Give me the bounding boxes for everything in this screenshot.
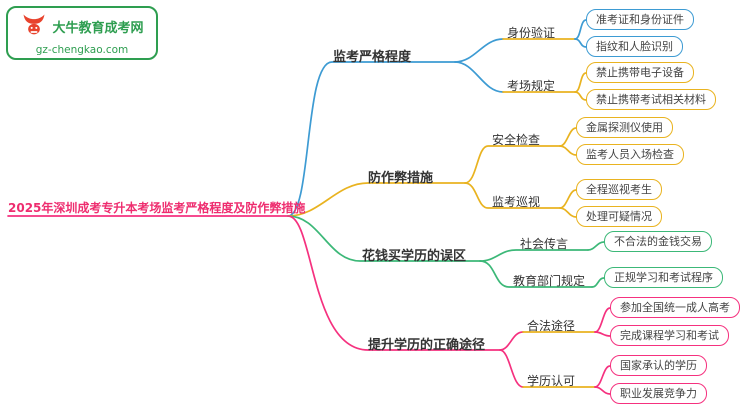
leaf-node: 金属探测仪使用 [576, 117, 673, 139]
subtopic-patrol: 监考巡视 [492, 195, 541, 209]
leaf-node: 国家承认的学历 [610, 355, 707, 377]
leaf-node: 职业发展竞争力 [610, 383, 707, 405]
leaf-node: 完成课程学习和考试 [610, 325, 729, 347]
bull-logo-icon [20, 11, 48, 43]
subtopic-security-check: 安全检查 [492, 133, 541, 147]
leaf-node: 正规学习和考试程序 [604, 267, 723, 289]
leaf-node: 监考人员入场检查 [576, 144, 684, 166]
branch-label-strictness: 监考严格程度 [333, 50, 412, 65]
site-name: 大牛教育成考网 [52, 21, 144, 36]
subtopic-social-rumor: 社会传言 [520, 237, 569, 251]
branch-label-path: 提升学历的正确途径 [368, 338, 486, 353]
leaf-node: 不合法的金钱交易 [604, 231, 712, 253]
subtopic-recognition: 学历认可 [527, 374, 576, 388]
leaf-node: 准考证和身份证件 [586, 9, 694, 31]
leaf-node: 禁止携带考试相关材料 [586, 89, 716, 111]
root-topic: 2025年深圳成考专升本考场监考严格程度及防作弊措施 [8, 201, 306, 215]
subtopic-exam-rules: 考场规定 [507, 79, 556, 93]
subtopic-edu-regulation: 教育部门规定 [513, 274, 586, 288]
subtopic-legal-channel: 合法途径 [527, 319, 576, 333]
branch-label-myth: 花钱买学历的误区 [362, 249, 467, 264]
site-logo: 大牛教育成考网 gz-chengkao.com [6, 6, 158, 60]
leaf-node: 全程巡视考生 [576, 179, 662, 201]
branch-label-anticheat: 防作弊措施 [368, 171, 434, 186]
leaf-node: 禁止携带电子设备 [586, 62, 694, 84]
leaf-node: 处理可疑情况 [576, 206, 662, 228]
site-url: gz-chengkao.com [35, 43, 129, 56]
leaf-node: 指纹和人脸识别 [586, 36, 683, 58]
leaf-node: 参加全国统一成人高考 [610, 297, 740, 319]
subtopic-identity-verification: 身份验证 [507, 26, 556, 40]
